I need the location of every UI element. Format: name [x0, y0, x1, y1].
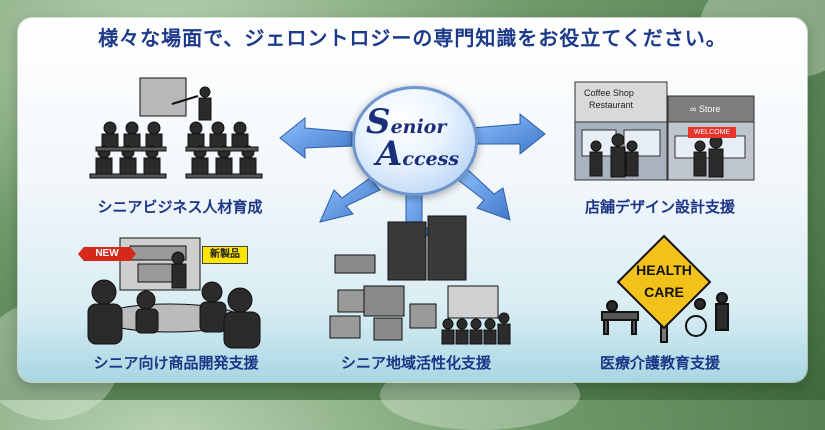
new-tag: NEW — [78, 247, 136, 261]
health-care-illustration — [601, 234, 729, 343]
caption-medical-care-education[interactable]: 医療介護教育支援 — [599, 354, 720, 372]
logo-line-access: Access — [376, 134, 459, 174]
logo-line-senior: Senior — [366, 102, 446, 142]
caption-store-design[interactable]: 店舗デザイン設計支援 — [584, 198, 735, 216]
logo-circle — [352, 86, 478, 196]
illustrations-layer — [87, 77, 755, 349]
care-sign-text: CARE — [644, 284, 684, 300]
logo-word-senior: enior — [390, 116, 447, 138]
community-illustration — [329, 215, 511, 345]
logo-initial-a: A — [376, 134, 403, 174]
logo-word-access: ccess — [402, 148, 460, 170]
arrow-to-medical — [457, 169, 511, 221]
arrow-to-business — [279, 116, 353, 160]
store-sign-text: Store — [698, 104, 721, 114]
welcome-sign: WELCOME — [688, 127, 736, 138]
arrow-to-store — [471, 112, 546, 156]
caption-business-training[interactable]: シニアビジネス人材育成 — [97, 198, 263, 216]
coffee-shop-sign: Coffee Shop — [584, 88, 634, 98]
new-product-tag: 新製品 — [202, 246, 248, 264]
restaurant-sign: Restaurant — [589, 100, 634, 110]
caption-community-revitalization[interactable]: シニア地域活性化支援 — [340, 354, 491, 372]
arrow-to-product — [319, 177, 381, 223]
classroom-illustration — [89, 77, 263, 179]
meeting-illustration — [87, 237, 261, 349]
caption-product-development[interactable]: シニア向け商品開発支援 — [93, 354, 259, 372]
storefront-illustration — [574, 81, 755, 181]
logo-initial-s: S — [366, 102, 391, 142]
store-sign: ∞ Store — [690, 104, 721, 114]
health-sign-text: HEALTH — [636, 262, 692, 278]
senior-access-logo: Senior Access — [352, 86, 478, 196]
page-headline: 様々な場面で、ジェロントロジーの専門知識をお役立てください。 — [98, 26, 727, 50]
